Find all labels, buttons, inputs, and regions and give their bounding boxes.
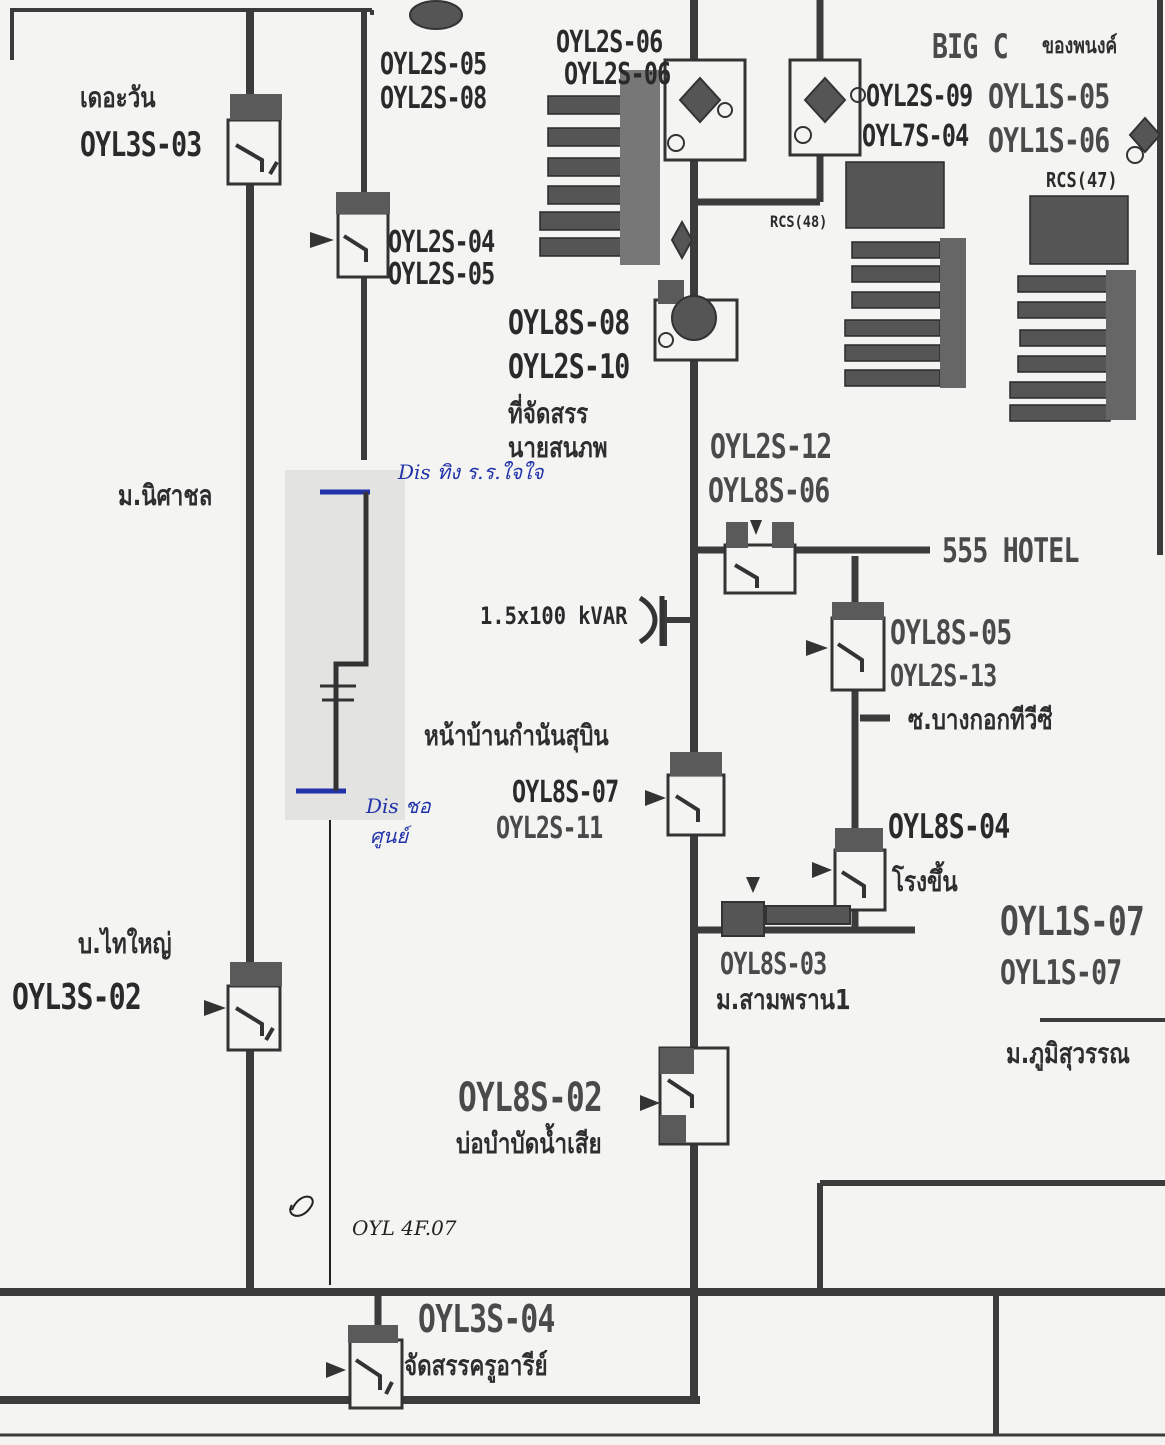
- handwritten-dis-bottom-1: Dis ชอ: [366, 794, 431, 818]
- label-oyl8s-04: OYL8S-04: [888, 807, 1010, 847]
- label-m-nitchon: ม.นิศาชล: [118, 479, 213, 512]
- label-oyl2s-04: OYL2S-04: [388, 225, 495, 260]
- label-oyl7s-04: OYL7S-04: [862, 119, 969, 154]
- label-oyl8s-08: OYL8S-08: [508, 303, 630, 343]
- label-b-thaiyai: บ.ไทใหญ่: [78, 927, 172, 960]
- label-oyl3s-02: OYL3S-02: [12, 977, 142, 1018]
- label-oyl1s-05: OYL1S-05: [988, 77, 1110, 117]
- label-oyl2s-06b: OYL2S-06: [564, 57, 671, 92]
- label-oyl2s-09: OYL2S-09: [866, 79, 973, 114]
- label-big-c: BIG C: [932, 27, 1009, 67]
- label-oyl8s-03: OYL8S-03: [720, 947, 827, 982]
- label-thai-alloc2: นายสนภพ: [508, 431, 608, 464]
- label-oyl2s-11: OYL2S-11: [496, 811, 603, 846]
- label-oyl1s-06: OYL1S-06: [988, 121, 1110, 161]
- label-oyl3s-03: OYL3S-03: [80, 125, 202, 165]
- label-555-hotel: 555 HOTEL: [942, 531, 1079, 571]
- label-oyl1s-07b: OYL1S-07: [1000, 953, 1122, 993]
- handwritten-oyl4f-07: OYL 4F.07: [352, 1216, 457, 1240]
- label-thai-alloc1: ที่จัดสรร: [508, 397, 589, 430]
- label-water-well: บ่อบำบัดน้ำเสีย: [456, 1127, 602, 1160]
- label-oyl2s-12: OYL2S-12: [710, 427, 832, 467]
- label-oyl2s-05: OYL2S-05: [388, 257, 495, 292]
- label-oyl2s-05-top: OYL2S-05: [380, 47, 487, 82]
- label-rcs48: RCS(48): [770, 212, 828, 231]
- label-oyl2s-13: OYL2S-13: [890, 659, 997, 694]
- hand-drawn-dis-segment: [285, 470, 405, 1217]
- label-phumisuwan: ม.ภูมิสุวรรณ: [1006, 1037, 1130, 1070]
- label-shop-top: ของพนงค์: [1042, 34, 1118, 59]
- label-oyl3s-04: OYL3S-04: [418, 1297, 555, 1341]
- handwritten-dis-top: Dis ทิง ร.ร.ใจใจ: [398, 460, 544, 484]
- label-the-one: เดอะวัน: [80, 81, 156, 114]
- label-oyl2s-06: OYL2S-06: [556, 25, 663, 60]
- label-oyl2s-08-top: OYL2S-08: [380, 81, 487, 116]
- label-oyl1s-07a: OYL1S-07: [1000, 899, 1145, 945]
- handwritten-dis-bottom-2: ศูนย์: [370, 824, 409, 848]
- label-oyl8s-02: OYL8S-02: [458, 1075, 603, 1121]
- label-rcs47: RCS(47): [1046, 168, 1118, 192]
- label-factory: โรงขึ้น: [892, 865, 958, 898]
- label-alloc-guru: จัดสรรครูอารีย์: [404, 1349, 548, 1382]
- label-oyl8s-05: OYL8S-05: [890, 613, 1012, 653]
- label-oyl8s-07: OYL8S-07: [512, 775, 619, 810]
- label-front-house: หน้าบ้านกำนันสุบิน: [424, 719, 609, 752]
- label-oyl2s-10: OYL2S-10: [508, 347, 630, 387]
- label-oyl8s-06: OYL8S-06: [708, 471, 830, 511]
- label-kvar: 1.5x100 kVAR: [480, 602, 628, 630]
- label-bkk-tv: ซ.บางกอกทีวีซี: [908, 703, 1053, 736]
- label-sampran: ม.สามพราน1: [716, 983, 851, 1016]
